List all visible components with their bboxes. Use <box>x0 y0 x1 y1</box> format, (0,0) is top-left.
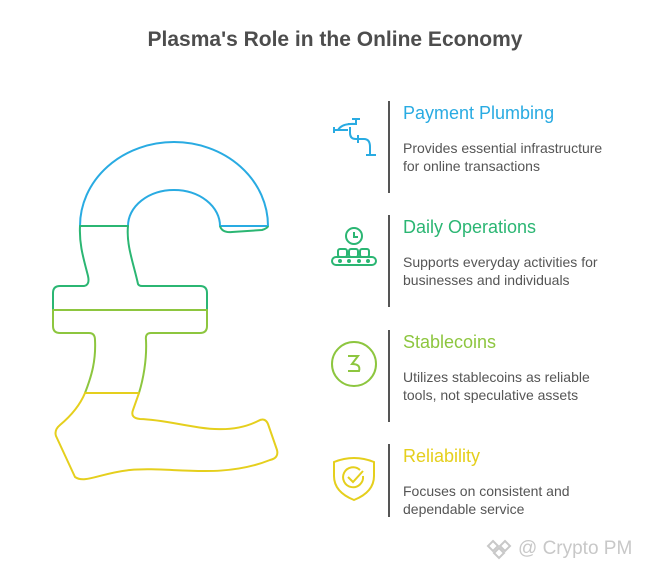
divider-line <box>388 444 390 517</box>
divider-line <box>388 215 390 307</box>
watermark-logo-icon <box>486 539 512 560</box>
item-daily-operations: Daily Operations Supports everyday activ… <box>320 215 660 307</box>
watermark: @ Crypto PM <box>486 538 632 560</box>
item-heading: Stablecoins <box>403 332 497 352</box>
page-title: Plasma's Role in the Online Economy <box>147 28 523 51</box>
item-heading: Reliability <box>403 446 481 466</box>
item-payment-plumbing: Payment Plumbing Provides essential infr… <box>320 101 660 193</box>
item-description: Utilizes stablecoins as reliable tools, … <box>403 369 590 403</box>
conveyor-clock-icon <box>331 227 377 266</box>
divider-line <box>388 101 390 193</box>
item-heading: Daily Operations <box>403 217 537 237</box>
item-description: Supports everyday activities for busines… <box>403 254 598 288</box>
watermark-text: @ Crypto PM <box>518 538 633 559</box>
pound-segment-blue <box>79 141 269 227</box>
item-description: Focuses on consistent and dependable ser… <box>403 483 570 517</box>
pound-segment-lime <box>52 309 208 394</box>
divider-line <box>388 330 390 422</box>
item-heading: Payment Plumbing <box>403 103 555 123</box>
item-description: Provides essential infrastructure for on… <box>403 140 603 174</box>
item-reliability: Reliability Focuses on consistent and de… <box>320 444 660 517</box>
pound-segment-yellow <box>54 392 279 481</box>
stablecoin-icon <box>331 341 377 387</box>
pound-segment-green <box>52 225 269 311</box>
pipe-icon <box>333 118 376 156</box>
item-stablecoins: Stablecoins Utilizes stablecoins as reli… <box>320 330 660 422</box>
shield-check-icon <box>333 457 375 502</box>
